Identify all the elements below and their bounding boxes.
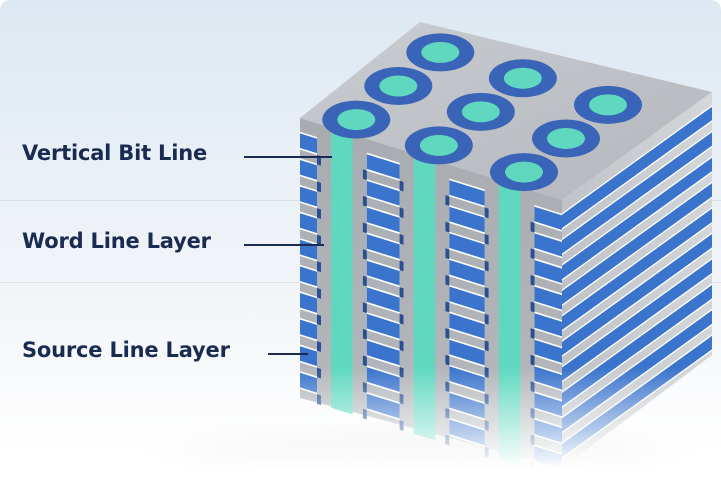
word-line-segment <box>300 266 317 287</box>
channel-block <box>530 328 535 339</box>
channel-block <box>362 275 367 287</box>
vertical-bit-line-label: Vertical Bit Line <box>22 141 207 165</box>
word-line-segment <box>534 233 562 257</box>
channel-block <box>445 301 450 313</box>
word-line-segment <box>534 260 562 284</box>
word-line-segment <box>534 313 562 337</box>
channel-block <box>399 313 404 325</box>
word-line-segment <box>449 259 485 286</box>
word-line-segment <box>534 206 562 230</box>
word-line-segment <box>366 234 400 259</box>
channel-block <box>445 354 450 366</box>
word-line-segment <box>534 339 562 363</box>
channel-block <box>317 181 321 193</box>
word-line-segment <box>449 286 485 313</box>
channel-block <box>362 328 367 340</box>
word-line-segment <box>300 133 317 154</box>
channel-block <box>445 274 450 286</box>
side-word-line <box>562 208 712 330</box>
word-line-segment <box>366 260 400 286</box>
channel-block <box>484 207 489 219</box>
word-line-segment <box>449 233 485 259</box>
channel-block <box>317 314 321 326</box>
channel-block <box>399 180 404 192</box>
bit-line-core <box>589 94 627 116</box>
word-line-segment <box>366 207 400 233</box>
channel-block <box>530 301 535 313</box>
channel-block <box>362 169 367 181</box>
word-line-segment <box>366 154 400 180</box>
word-line-segment <box>366 313 400 339</box>
channel-block <box>530 354 535 366</box>
bit-line-core <box>505 161 543 183</box>
bit-line-core <box>419 134 458 156</box>
word-line-segment <box>534 286 562 310</box>
word-line-segment <box>449 313 485 339</box>
channel-block <box>399 234 404 245</box>
side-word-line <box>562 106 712 229</box>
word-line-segment <box>300 213 317 234</box>
word-line-segment <box>366 340 400 366</box>
word-line-segment <box>449 180 485 206</box>
channel-block <box>445 328 450 339</box>
channel-block <box>445 195 450 206</box>
word-line-segment <box>300 346 317 367</box>
source-line-layer-leader <box>268 353 308 355</box>
word-line-layer-leader <box>244 244 324 246</box>
word-line-segment <box>300 186 317 207</box>
channel-block <box>484 313 489 325</box>
channel-block <box>399 260 404 272</box>
channel-block <box>362 222 367 234</box>
word-line-layer-label: Word Line Layer <box>22 229 211 253</box>
channel-block <box>317 208 321 219</box>
bit-line-core <box>503 67 542 89</box>
channel-block <box>445 248 450 260</box>
channel-block <box>399 340 404 352</box>
channel-block <box>484 260 489 272</box>
channel-block <box>530 221 535 233</box>
channel-block <box>530 275 535 286</box>
side-word-line <box>562 183 712 305</box>
channel-block <box>362 355 367 367</box>
channel-block <box>317 234 321 246</box>
side-word-line <box>562 132 712 254</box>
bit-line-core <box>337 109 376 131</box>
bit-line-core <box>379 75 418 97</box>
vertical-bit-line-leader <box>244 156 332 158</box>
channel-block <box>362 302 367 314</box>
side-word-line <box>562 259 712 381</box>
word-line-segment <box>449 206 485 233</box>
bottom-fade <box>0 367 721 487</box>
bit-line-core <box>547 127 585 149</box>
channel-block <box>530 248 535 260</box>
source-line-layer-label: Source Line Layer <box>22 338 230 362</box>
channel-block <box>484 287 489 298</box>
word-line-segment <box>300 293 317 313</box>
channel-block <box>484 340 489 352</box>
bit-line-core <box>461 101 500 123</box>
channel-block <box>399 287 404 298</box>
side-word-line <box>562 234 712 356</box>
channel-block <box>362 195 367 207</box>
channel-block <box>317 288 321 299</box>
channel-block <box>484 234 489 245</box>
word-line-segment <box>366 180 400 206</box>
word-line-segment <box>366 287 400 313</box>
channel-block <box>317 261 321 273</box>
vertical-bit-line <box>331 127 353 415</box>
word-line-segment <box>300 319 317 340</box>
channel-block <box>399 207 404 219</box>
channel-block <box>445 221 450 233</box>
word-line-segment <box>300 160 317 180</box>
channel-block <box>362 249 367 260</box>
side-word-line <box>562 157 712 280</box>
bit-line-core <box>421 41 460 63</box>
channel-block <box>317 341 321 352</box>
word-line-segment <box>449 339 485 366</box>
